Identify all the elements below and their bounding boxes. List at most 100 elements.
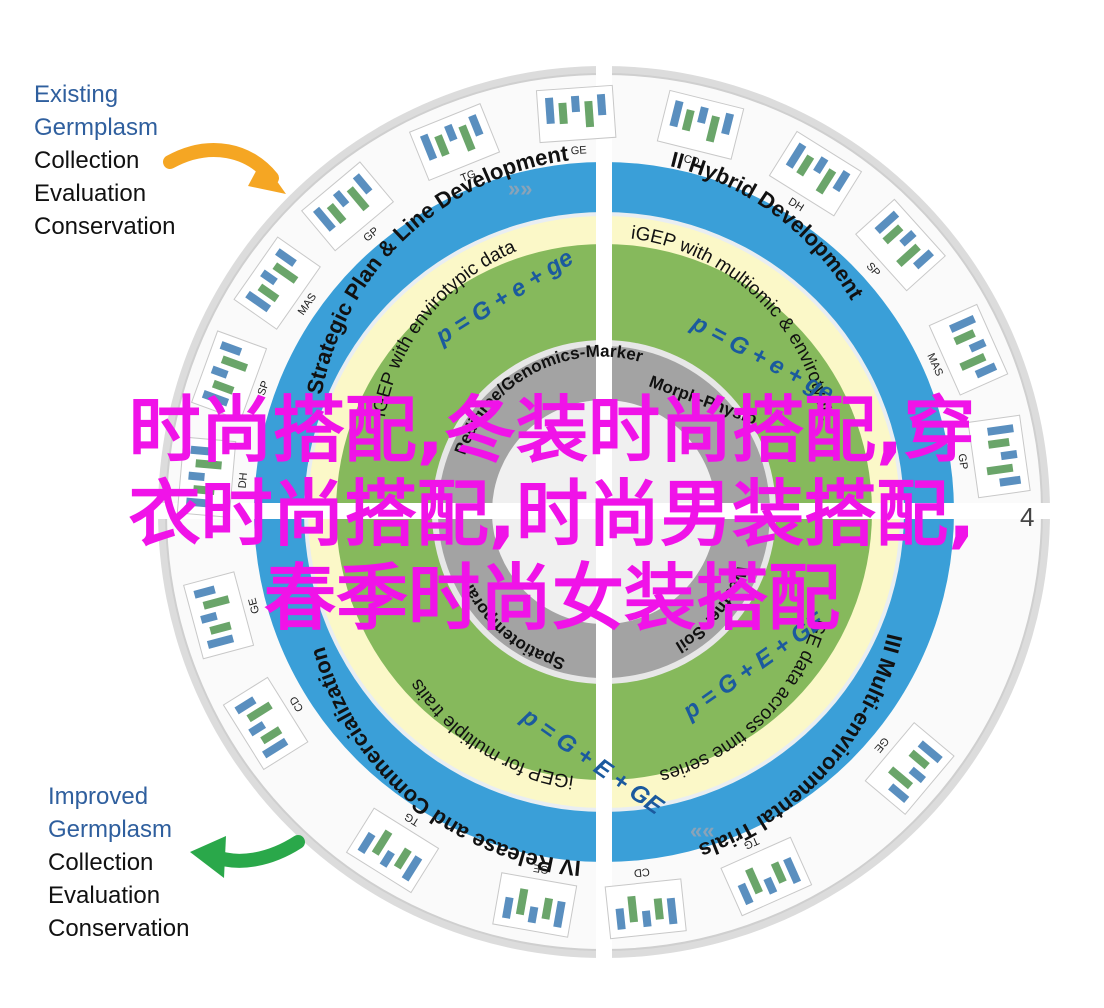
thumbnail-panel: TG	[408, 103, 501, 185]
thumbnail-panel: GP	[955, 414, 1031, 499]
thumbnail-panel: GE	[535, 84, 617, 157]
thumbnail-figure-mark	[887, 766, 914, 790]
thumbnail-figure-mark	[210, 365, 229, 379]
thumbnail-figure-mark	[913, 249, 934, 270]
legend-existing-germplasm: Existing Germplasm Collection Evaluation…	[34, 78, 175, 243]
thumbnail-figure-mark	[653, 898, 664, 920]
thumbnail-label: GP	[955, 453, 969, 470]
thumbnail-figure-mark	[206, 634, 235, 649]
thumbnail-figure-mark	[974, 362, 998, 379]
thumbnail-panel: TG	[720, 834, 813, 917]
thumbnail-figure-mark	[770, 861, 787, 884]
thumbnail-figure-mark	[202, 595, 230, 610]
thumbnail-figure-mark	[882, 224, 904, 245]
thumbnail-figure-mark	[260, 726, 283, 745]
thumbnail-label: SP	[256, 379, 272, 397]
thumbnail-figure-mark	[541, 897, 554, 920]
thumbnail-figure-mark	[1000, 450, 1018, 461]
thumbnail-figure-mark	[346, 186, 370, 212]
thumbnail-figure-mark	[721, 112, 734, 136]
thumbnail-figure-mark	[371, 829, 393, 856]
thumbnail-figure-mark	[502, 896, 514, 919]
thumbnail-figure-mark	[379, 849, 395, 868]
thumbnail-figure-mark	[763, 876, 778, 895]
thumbnail-frame	[301, 161, 395, 252]
chevrons-top: »»	[508, 176, 532, 201]
overlay-line-1: 时尚搭配,冬装时尚搭配,穿	[128, 388, 976, 472]
thumbnail-figure-mark	[188, 471, 205, 482]
thumbnail-figure-mark	[783, 856, 802, 885]
thumbnail-figure-mark	[393, 847, 412, 870]
overlay-watermark-text: 时尚搭配,冬装时尚搭配,穿 衣时尚搭配,时尚男装搭配, 春季时尚女装搭配	[0, 388, 1104, 640]
legend-line: Collection	[48, 849, 154, 876]
thumbnail-panel: TG	[345, 807, 440, 894]
legend-line: Evaluation	[48, 882, 161, 909]
thumbnail-figure-mark	[458, 124, 476, 152]
thumbnail-panel: GE	[183, 571, 262, 660]
thumbnail-figure-mark	[737, 882, 754, 906]
thumbnail-figure-mark	[666, 897, 678, 925]
thumbnail-figure-mark	[987, 424, 1014, 436]
green-arrowhead-icon	[190, 836, 226, 878]
thumbnail-figure-mark	[705, 115, 720, 143]
thumbnail-figure-mark	[570, 95, 581, 113]
thumbnail-figure-mark	[745, 867, 763, 895]
thumbnail-label: DH	[237, 472, 250, 489]
green-arrow-icon	[207, 835, 305, 868]
thumbnail-figure-mark	[209, 621, 232, 635]
thumbnail-figure-mark	[246, 701, 273, 723]
thumbnail-figure-mark	[669, 100, 684, 128]
chevrons-bottom: ««	[690, 818, 714, 843]
thumbnail-figure-mark	[248, 721, 267, 737]
thumbnail-label: TG	[742, 834, 761, 851]
thumbnail-figure-mark	[641, 910, 652, 928]
legend-line: Conservation	[48, 915, 190, 942]
thumbnail-frame	[864, 721, 955, 815]
thumbnail-figure-mark	[917, 740, 943, 764]
thumbnail-label: CD	[682, 153, 700, 169]
thumbnail-frame	[176, 436, 237, 518]
legend-line: Germplasm	[48, 816, 173, 843]
thumbnail-figure-mark	[468, 114, 484, 137]
thumbnail-figure-mark	[220, 355, 249, 372]
thumbnail-figure-mark	[326, 202, 347, 225]
legend-improved-germplasm: Improved Germplasm Collection Evaluation…	[48, 780, 189, 945]
thumbnail-figure-mark	[312, 206, 336, 232]
thumbnail-figure-mark	[681, 109, 695, 132]
overlay-line-3: 春季时尚女装搭配	[263, 556, 840, 640]
legend-line: Collection	[34, 147, 140, 174]
thumbnail-figure-mark	[959, 353, 987, 371]
thumbnail-figure-mark	[896, 243, 921, 268]
thumbnail-panel: CD	[656, 89, 745, 169]
thumbnail-figure-mark	[211, 379, 235, 395]
thumbnail-panel: GE	[492, 861, 578, 938]
thumbnail-label: GE	[532, 861, 550, 876]
legend-line: Germplasm	[34, 114, 159, 141]
thumbnail-figure-mark	[544, 97, 555, 125]
thumbnail-figure-mark	[260, 269, 278, 286]
thumbnail-figure-mark	[584, 100, 595, 128]
thumbnail-figure-mark	[193, 585, 216, 599]
thumbnail-figure-mark	[190, 445, 213, 456]
thumbnail-figure-mark	[986, 463, 1014, 476]
thumbnail-figure-mark	[515, 888, 529, 916]
thumbnail-label: CD	[633, 865, 650, 879]
thumbnail-figure-mark	[968, 338, 987, 353]
thumbnail-frame	[535, 84, 617, 144]
thumbnail-figure-mark	[888, 783, 910, 804]
thumbnail-label: GE	[570, 144, 587, 157]
thumbnail-figure-mark	[953, 329, 976, 346]
thumbnail-figure-mark	[257, 283, 280, 303]
thumbnail-panel: CD	[604, 865, 687, 940]
thumbnail-panel: DH	[768, 130, 863, 217]
orange-arrowhead-icon	[248, 160, 286, 194]
thumbnail-figure-mark	[615, 908, 626, 930]
thumbnail-figure-mark	[357, 831, 376, 854]
legend-line: Improved	[48, 783, 149, 810]
thumbnail-figure-mark	[558, 102, 568, 125]
thumbnail-frame	[855, 198, 946, 292]
thumbnail-figure-mark	[419, 133, 438, 161]
thumbnail-figure-mark	[262, 737, 289, 759]
thumbnail-frame	[604, 878, 687, 940]
